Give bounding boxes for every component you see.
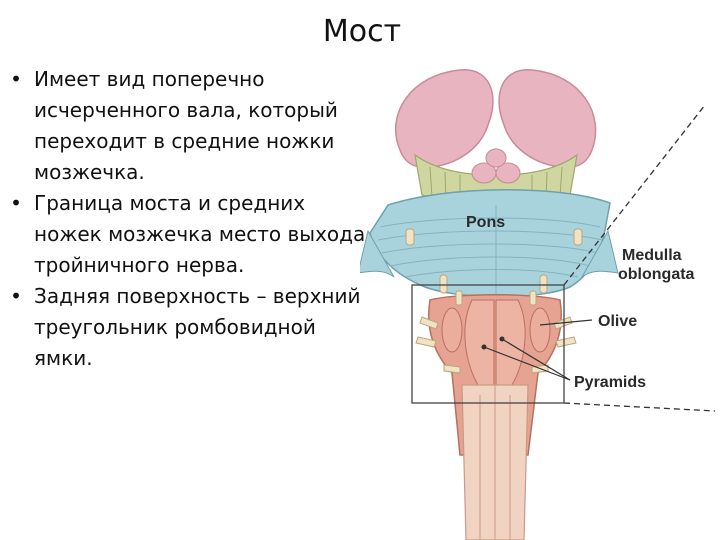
thalamus-right: [498, 69, 597, 169]
bullet-text: Граница моста и средних ножек мозжечка м…: [34, 191, 366, 277]
bullet-item: • Граница моста и средних ножек мозжечка…: [6, 188, 366, 281]
label-medulla-1: Medulla: [622, 247, 682, 264]
bullet-text: Имеет вид поперечно исчерченного вала, к…: [34, 67, 338, 184]
highlight-box: [411, 284, 565, 404]
slide-title: Мост: [322, 14, 402, 49]
bullet-dot: •: [10, 67, 22, 91]
label-medulla-2: oblongata: [618, 266, 695, 283]
label-olive: Olive: [598, 313, 637, 330]
label-pyramids: Pyramids: [574, 374, 646, 391]
bullet-item: • Имеет вид поперечно исчерченного вала,…: [6, 64, 366, 188]
olive-right: [529, 307, 551, 353]
bullet-text: Задняя поверхность – верхний треугольник…: [34, 284, 361, 370]
brainstem-illustration: Pons Medull: [360, 55, 720, 540]
thalamus-left: [395, 69, 494, 169]
olive-left: [441, 307, 463, 353]
bullet-dot: •: [10, 191, 22, 215]
bullet-dot: •: [10, 284, 22, 308]
brainstem-svg: Pons Medull: [360, 69, 716, 540]
bullet-item: • Задняя поверхность – верхний треугольн…: [6, 281, 366, 374]
bullet-list: • Имеет вид поперечно исчерченного вала,…: [6, 64, 366, 374]
label-pons: Pons: [466, 214, 505, 231]
